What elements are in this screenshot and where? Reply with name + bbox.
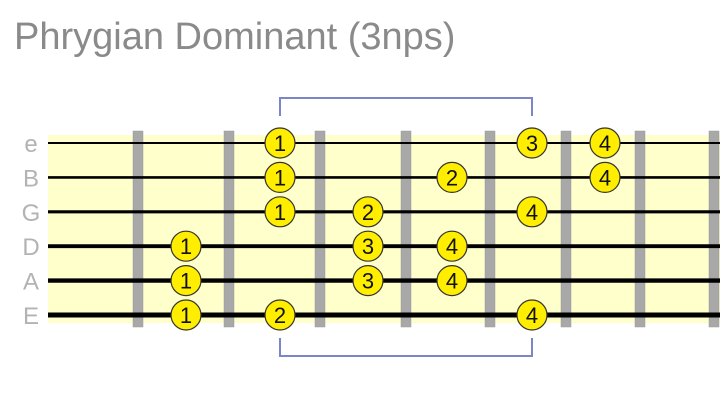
note-finger-label: 1 bbox=[274, 131, 286, 156]
note-circle bbox=[516, 127, 548, 159]
note-marker: 4 bbox=[589, 127, 621, 159]
note-marker: 3 bbox=[352, 265, 384, 297]
note-circle bbox=[352, 196, 384, 228]
note-marker: 4 bbox=[436, 230, 468, 262]
fret-wire bbox=[314, 130, 326, 328]
note-finger-label: 3 bbox=[362, 234, 374, 259]
note-finger-label: 4 bbox=[526, 200, 538, 225]
fret-wire bbox=[400, 130, 412, 328]
note-finger-label: 2 bbox=[362, 200, 374, 225]
note-circle bbox=[170, 265, 202, 297]
note-marker: 1 bbox=[170, 265, 202, 297]
note-finger-label: 4 bbox=[599, 131, 611, 156]
note-marker: 2 bbox=[436, 161, 468, 193]
note-circle bbox=[436, 265, 468, 297]
note-marker: 2 bbox=[352, 196, 384, 228]
string-label-5: E bbox=[23, 303, 39, 330]
note-finger-label: 3 bbox=[526, 131, 538, 156]
fret-wire bbox=[223, 130, 235, 328]
note-finger-label: 4 bbox=[526, 303, 538, 328]
note-circle bbox=[589, 161, 621, 193]
string-label-1: B bbox=[23, 165, 39, 192]
note-finger-label: 1 bbox=[180, 303, 192, 328]
note-circle bbox=[264, 127, 296, 159]
note-circle bbox=[516, 299, 548, 331]
note-finger-label: 4 bbox=[446, 269, 458, 294]
note-finger-label: 1 bbox=[274, 165, 286, 190]
diagram-title: Phrygian Dominant (3nps) bbox=[14, 16, 456, 58]
note-marker: 1 bbox=[264, 196, 296, 228]
note-marker: 1 bbox=[170, 230, 202, 262]
note-finger-label: 1 bbox=[274, 200, 286, 225]
note-circle bbox=[264, 161, 296, 193]
position-bracket-top bbox=[279, 97, 533, 116]
note-marker: 4 bbox=[436, 265, 468, 297]
note-circle bbox=[170, 230, 202, 262]
note-marker: 2 bbox=[264, 299, 296, 331]
note-finger-label: 4 bbox=[599, 165, 611, 190]
note-finger-label: 1 bbox=[180, 269, 192, 294]
note-marker: 1 bbox=[264, 127, 296, 159]
note-marker: 3 bbox=[516, 127, 548, 159]
note-marker: 1 bbox=[264, 161, 296, 193]
note-circle bbox=[589, 127, 621, 159]
note-circle bbox=[352, 265, 384, 297]
note-marker: 4 bbox=[516, 299, 548, 331]
note-marker: 1 bbox=[170, 299, 202, 331]
note-circle bbox=[436, 230, 468, 262]
note-finger-label: 3 bbox=[362, 269, 374, 294]
fret-wire bbox=[132, 130, 144, 328]
position-bracket-bottom bbox=[279, 338, 533, 357]
fret-wire bbox=[634, 130, 646, 328]
string-label-0: e bbox=[24, 131, 37, 158]
note-circle bbox=[352, 230, 384, 262]
note-finger-label: 2 bbox=[274, 303, 286, 328]
note-circle bbox=[264, 299, 296, 331]
note-circle bbox=[170, 299, 202, 331]
fret-wire bbox=[708, 130, 720, 328]
string-label-2: G bbox=[22, 200, 41, 227]
note-finger-label: 2 bbox=[446, 165, 458, 190]
fretboard-background bbox=[48, 135, 720, 323]
note-finger-label: 4 bbox=[446, 234, 458, 259]
note-finger-label: 1 bbox=[180, 234, 192, 259]
note-circle bbox=[264, 196, 296, 228]
note-marker: 3 bbox=[352, 230, 384, 262]
note-marker: 4 bbox=[589, 161, 621, 193]
note-marker: 4 bbox=[516, 196, 548, 228]
string-label-3: D bbox=[22, 234, 39, 261]
note-circle bbox=[516, 196, 548, 228]
fret-wire bbox=[560, 130, 572, 328]
note-circle bbox=[436, 161, 468, 193]
string-label-4: A bbox=[23, 269, 39, 296]
fret-wire bbox=[484, 130, 496, 328]
